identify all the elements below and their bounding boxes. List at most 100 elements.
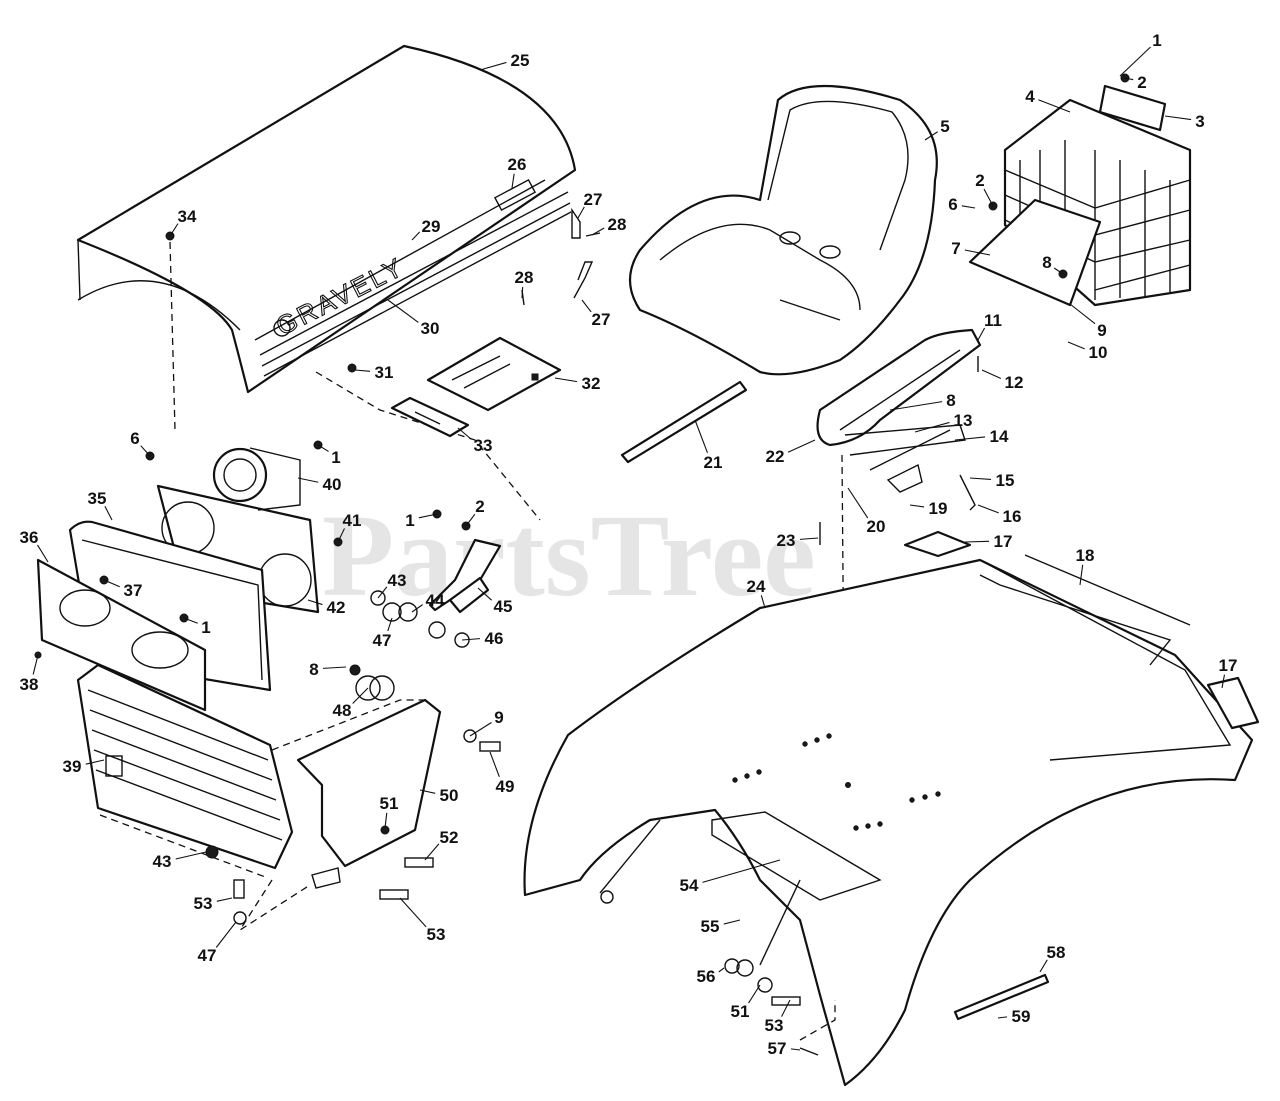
callout-leader-45 <box>477 587 493 601</box>
grille <box>76 663 294 879</box>
callout-leader-41 <box>337 528 345 543</box>
callout-leader-59 <box>997 1016 1008 1019</box>
callout-label-35: 35 <box>88 489 107 508</box>
callout-leader-1 <box>1119 46 1151 77</box>
callout-leader-53 <box>781 999 791 1017</box>
callout-label-49: 49 <box>496 777 515 796</box>
callout-label-8: 8 <box>946 391 955 410</box>
callout-label-1: 1 <box>201 618 210 637</box>
callout-label-28: 28 <box>608 215 627 234</box>
callout-leader-44 <box>411 604 423 613</box>
callout-label-14: 14 <box>990 427 1009 446</box>
callout-leader-35 <box>104 506 113 521</box>
callout-leader-13 <box>914 421 950 433</box>
callout-leader-2 <box>983 188 994 207</box>
callout-label-36: 36 <box>20 528 39 547</box>
callout-leader-34 <box>169 223 179 237</box>
callout-label-56: 56 <box>697 967 716 986</box>
callout-leader-48 <box>352 687 369 704</box>
callout-leader-43 <box>377 586 388 599</box>
callout-label-9: 9 <box>494 708 503 727</box>
callout-label-13: 13 <box>954 411 973 430</box>
callout-leader-17 <box>1221 674 1226 689</box>
callout-label-21: 21 <box>704 453 723 472</box>
callout-label-16: 16 <box>1003 507 1022 526</box>
callout-label-10: 10 <box>1089 343 1108 362</box>
callout-leader-58 <box>1039 959 1048 973</box>
callout-label-3: 3 <box>1195 112 1204 131</box>
callout-leader-29 <box>411 231 421 241</box>
callout-leader-26 <box>511 173 515 189</box>
callout-label-18: 18 <box>1076 546 1095 565</box>
callout-leader-4 <box>1038 99 1071 113</box>
callout-label-47: 47 <box>373 631 392 650</box>
callout-label-58: 58 <box>1047 943 1066 962</box>
callout-leader-54 <box>702 859 781 883</box>
callout-label-30: 30 <box>421 319 440 338</box>
callout-label-41: 41 <box>343 511 362 530</box>
callout-leader-27 <box>581 299 592 313</box>
callout-leader-47 <box>387 617 393 632</box>
callout-label-34: 34 <box>178 207 197 226</box>
callout-leader-17 <box>964 540 990 543</box>
callout-label-28: 28 <box>515 268 534 287</box>
callout-label-11: 11 <box>984 311 1002 330</box>
callout-leader-2 <box>465 513 476 527</box>
callout-leader-53 <box>216 897 233 902</box>
callout-leader-23 <box>799 537 819 540</box>
decal-plates <box>390 336 562 438</box>
callout-leader-1 <box>317 444 329 452</box>
callout-label-53: 53 <box>194 894 213 913</box>
callout-leader-52 <box>424 843 440 861</box>
callout-leader-18 <box>1079 564 1084 586</box>
callout-label-52: 52 <box>440 828 459 847</box>
callout-label-31: 31 <box>375 363 394 382</box>
callout-leader-5 <box>924 131 938 141</box>
callout-leader-53 <box>399 897 427 928</box>
callout-leader-36 <box>37 544 49 563</box>
callout-leader-47 <box>215 921 237 948</box>
callout-label-48: 48 <box>333 701 352 720</box>
callout-leader-31 <box>354 369 371 372</box>
callout-leader-1 <box>183 617 198 624</box>
callout-leader-14 <box>954 436 986 441</box>
callout-label-1: 1 <box>331 448 340 467</box>
callout-leader-22 <box>787 439 816 453</box>
callout-label-59: 59 <box>1012 1007 1031 1026</box>
callout-label-45: 45 <box>494 597 513 616</box>
callout-label-42: 42 <box>327 598 346 617</box>
callout-label-7: 7 <box>951 239 960 258</box>
callout-label-6: 6 <box>130 429 139 448</box>
callout-leader-32 <box>554 377 578 383</box>
callout-leader-21 <box>694 419 708 454</box>
rear-hardware <box>724 958 1050 1056</box>
callout-label-6: 6 <box>948 195 957 214</box>
callout-label-50: 50 <box>440 786 459 805</box>
callout-leader-8 <box>889 401 943 411</box>
callout-label-8: 8 <box>309 660 318 679</box>
callout-leader-15 <box>969 477 992 480</box>
callout-leader-9 <box>1069 303 1096 325</box>
callout-label-29: 29 <box>422 217 441 236</box>
callout-leader-55 <box>723 919 741 925</box>
callout-label-2: 2 <box>975 171 984 190</box>
callout-label-54: 54 <box>680 876 699 895</box>
callout-label-43: 43 <box>388 571 407 590</box>
callout-label-20: 20 <box>867 517 886 536</box>
callout-leader-20 <box>847 487 869 519</box>
callout-label-9: 9 <box>1097 321 1106 340</box>
callout-label-22: 22 <box>766 447 785 466</box>
callout-leader-16 <box>977 504 999 514</box>
callout-label-37: 37 <box>124 581 143 600</box>
callout-label-53: 53 <box>427 925 446 944</box>
callout-leader-10 <box>1067 341 1085 350</box>
callout-leader-39 <box>85 759 105 765</box>
callout-leader-8 <box>322 666 347 669</box>
fender-mount-holes <box>732 733 941 831</box>
callout-leader-28 <box>591 227 605 236</box>
callout-leader-40 <box>297 477 319 483</box>
rear-fender <box>523 530 1260 1087</box>
callout-label-38: 38 <box>20 675 39 694</box>
callout-leader-37 <box>103 579 120 588</box>
callout-leader-28 <box>521 286 524 299</box>
